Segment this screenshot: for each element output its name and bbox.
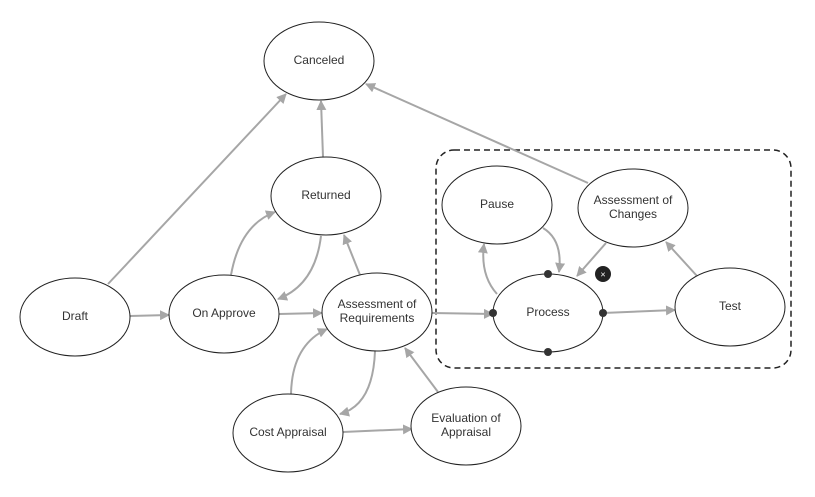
node-cost-appraisal[interactable]: Cost Appraisal — [232, 393, 344, 473]
node-shape-pause[interactable] — [441, 165, 553, 245]
node-label-canceled: Canceled — [294, 53, 345, 67]
edge-on-approve-to-assessment-req[interactable] — [278, 308, 323, 319]
edge-assessment-req-to-process[interactable] — [431, 308, 494, 319]
node-returned[interactable]: Returned — [270, 156, 382, 236]
edge-assessment-req-to-returned[interactable] — [342, 234, 361, 276]
node-shape-test[interactable] — [674, 267, 786, 347]
edge-pause-to-process[interactable] — [542, 227, 566, 273]
node-shape-returned[interactable] — [270, 156, 382, 236]
node-shape-cost-appraisal[interactable] — [232, 393, 344, 473]
close-icon[interactable] — [595, 266, 611, 282]
node-shape-draft[interactable] — [19, 277, 131, 357]
edge-cost-appraisal-to-assessment-req[interactable] — [290, 328, 328, 395]
delete-node-button[interactable]: × — [595, 266, 611, 282]
edge-process-to-test[interactable] — [602, 305, 676, 316]
connection-handle-top[interactable] — [544, 270, 552, 278]
edge-draft-to-canceled[interactable] — [107, 93, 287, 285]
edge-process-to-pause[interactable] — [477, 243, 498, 295]
node-on-approve[interactable]: On Approve — [168, 274, 280, 354]
node-label-on-approve: On Approve — [192, 306, 256, 320]
node-canceled[interactable]: Canceled — [263, 21, 375, 101]
edge-on-approve-to-returned[interactable] — [230, 210, 276, 276]
selection-overlay: × — [489, 266, 611, 356]
node-shape-assessment-req[interactable] — [321, 272, 433, 352]
node-label-returned: Returned — [301, 188, 350, 202]
node-label-test: Test — [719, 299, 742, 313]
node-label-pause: Pause — [480, 197, 514, 211]
close-icon-glyph: × — [600, 269, 605, 279]
node-shape-canceled[interactable] — [263, 21, 375, 101]
edge-assessment-req-to-cost-appraisal[interactable] — [339, 350, 376, 417]
node-label-draft: Draft — [62, 309, 89, 323]
connection-handle-left[interactable] — [489, 309, 497, 317]
node-shape-on-approve[interactable] — [168, 274, 280, 354]
node-shape-evaluation-appraisal[interactable] — [410, 386, 522, 466]
edge-returned-to-on-approve[interactable] — [277, 235, 322, 301]
node-shape-assessment-changes[interactable] — [577, 168, 689, 248]
edge-draft-to-on-approve[interactable] — [129, 310, 170, 321]
node-test[interactable]: Test — [674, 267, 786, 347]
node-draft[interactable]: Draft — [19, 277, 131, 357]
edge-test-to-assessment-changes[interactable] — [665, 241, 698, 277]
edge-returned-to-canceled[interactable] — [316, 100, 327, 158]
node-process[interactable]: Process — [492, 273, 604, 353]
node-label-process: Process — [526, 305, 569, 319]
process-group-container[interactable] — [435, 149, 792, 369]
edges-layer — [107, 83, 698, 435]
connection-handle-right[interactable] — [599, 309, 607, 317]
edge-evaluation-appraisal-to-assessment-req[interactable] — [404, 347, 439, 393]
connection-handle-bottom[interactable] — [544, 348, 552, 356]
edge-cost-appraisal-to-evaluation-appraisal[interactable] — [342, 424, 413, 435]
node-pause[interactable]: Pause — [441, 165, 553, 245]
node-label-cost-appraisal: Cost Appraisal — [249, 425, 326, 439]
edge-assessment-changes-to-canceled[interactable] — [365, 83, 589, 184]
edge-assessment-changes-to-process[interactable] — [576, 242, 607, 277]
